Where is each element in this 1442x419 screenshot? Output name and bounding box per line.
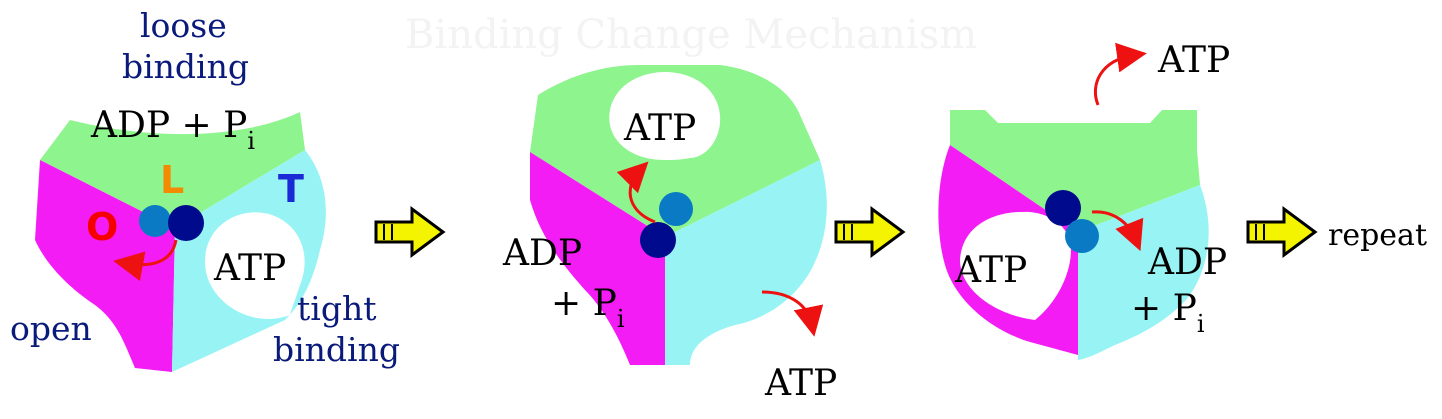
- tight-site-region: [665, 160, 827, 365]
- tight-label-line1: tight: [297, 289, 376, 328]
- stage2-atp-released: ATP: [764, 363, 837, 404]
- atp-pocket: [609, 72, 721, 160]
- stage2-atp-top: ATP: [623, 108, 696, 149]
- letter-t: T: [278, 167, 304, 211]
- step-arrow-icon: [374, 206, 446, 258]
- loose-label-line2: binding: [122, 47, 249, 86]
- stage1-atp-label: ATP: [213, 248, 286, 289]
- letter-o: O: [86, 205, 118, 249]
- stage3-pi-label: + Pi: [1131, 288, 1205, 338]
- stage3-atp-released: ATP: [1157, 40, 1230, 81]
- watermark-title: Binding Change Mechanism: [405, 12, 977, 58]
- curved-arrow-icon: [1091, 210, 1144, 252]
- loose-site-region: [950, 110, 1200, 232]
- subunit-light: [659, 192, 693, 226]
- step-arrow-icon: [1246, 206, 1318, 258]
- step-arrow-icon: [834, 206, 906, 258]
- loose-label-line1: loose: [140, 6, 227, 45]
- open-site-region: [530, 152, 665, 365]
- enzyme-stage-3: [938, 42, 1209, 360]
- tight-site-pocket: [205, 212, 305, 319]
- tight-label-line2: binding: [273, 330, 400, 369]
- subunit-light: [139, 205, 171, 237]
- subunit-dark: [640, 222, 676, 258]
- letter-l: L: [160, 158, 184, 202]
- enzyme-stage-2: [530, 65, 827, 365]
- tight-site-region: [1078, 185, 1209, 360]
- subunit-dark: [168, 205, 204, 241]
- subunit-light: [1065, 219, 1099, 253]
- curved-arrow-icon: [113, 239, 178, 282]
- curved-arrow-icon: [1093, 42, 1147, 106]
- stage3-adp-label: ADP: [1147, 242, 1227, 283]
- stage2-adp-label: ADP: [502, 233, 582, 274]
- stage1-adp-label: ADP + Pi: [90, 105, 255, 155]
- stage3-atp-left: ATP: [954, 250, 1027, 291]
- curved-arrow-icon: [761, 290, 824, 337]
- open-site-pocket: [960, 211, 1071, 320]
- open-label: open: [10, 309, 92, 348]
- loose-site-region: [40, 112, 305, 228]
- curved-arrow-icon: [616, 161, 656, 224]
- subunit-dark: [1045, 190, 1081, 226]
- repeat-label: repeat: [1328, 218, 1427, 253]
- open-site-region: [35, 160, 175, 372]
- stage2-pi-label: + Pi: [551, 283, 625, 333]
- enzyme-stage-1: [35, 112, 326, 372]
